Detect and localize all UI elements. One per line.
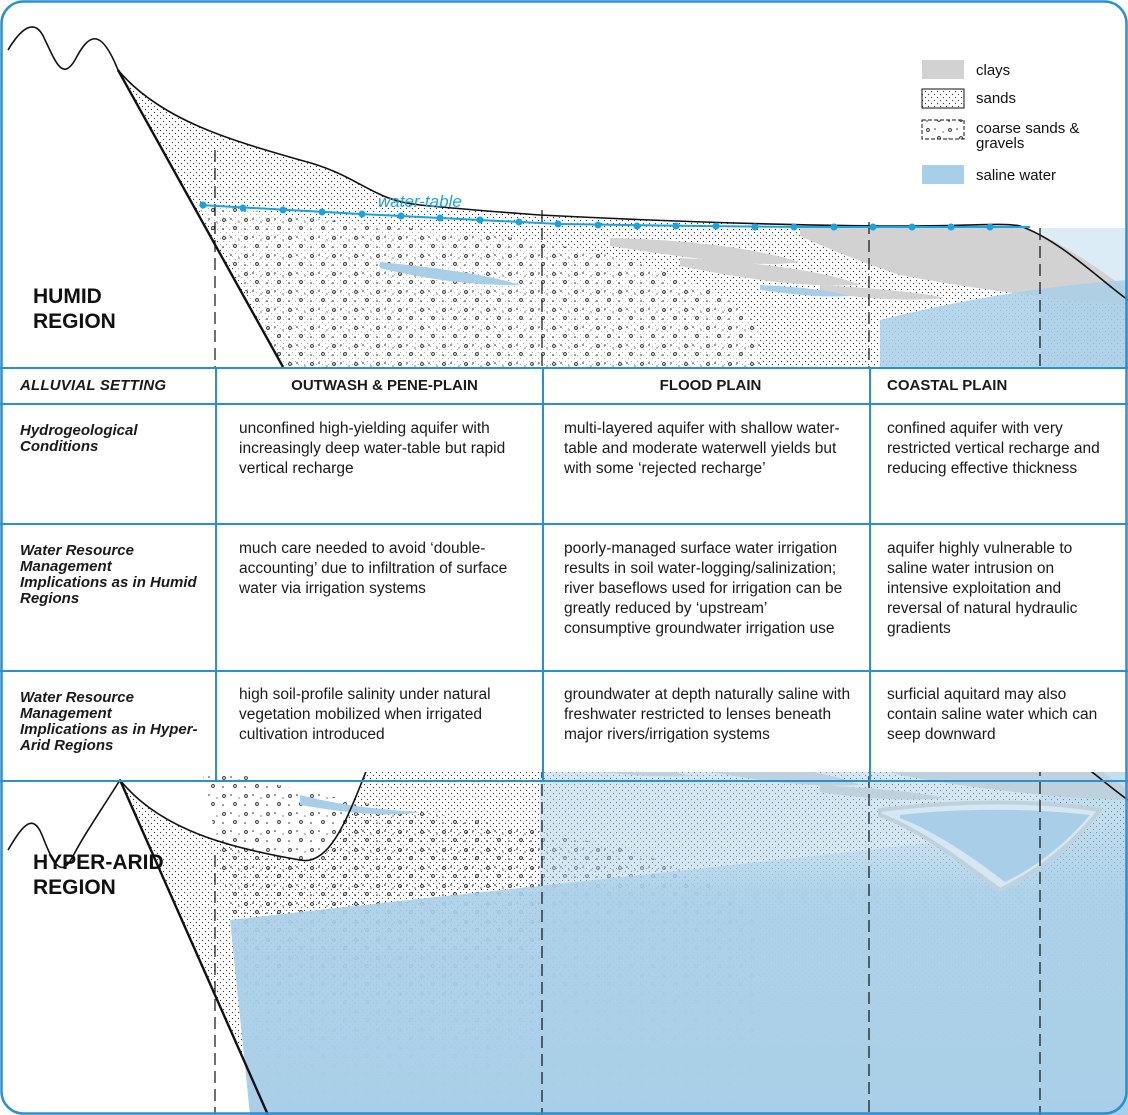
bedrock-contact [116, 69, 285, 367]
table-cell: multi-layered aquifer with shallow water… [542, 405, 869, 523]
saline-lens [760, 285, 850, 297]
legend: clays sands coarse sands &gravels saline… [921, 60, 1079, 184]
table-cell: confined aquifer with very restricted ve… [869, 405, 1128, 523]
legend-swatch-gravels [921, 119, 965, 140]
header-alluvial-setting: ALLUVIAL SETTING [20, 377, 167, 394]
alluvial-settings-table: ALLUVIAL SETTING OUTWASH & PENE-PLAIN FL… [0, 367, 1128, 782]
legend-swatch-saline [922, 165, 964, 184]
water-table-dots [199, 201, 994, 231]
coastal-clay [800, 226, 1128, 305]
coastal-saline [880, 280, 1128, 367]
legend-swatch-clays [922, 60, 964, 79]
table-header-row: ALLUVIAL SETTING OUTWASH & PENE-PLAIN FL… [0, 367, 1128, 403]
table-cell: surficial aquitard may also contain sali… [869, 672, 1128, 780]
header-coastal-plain: COASTAL PLAIN [869, 369, 1128, 403]
clay-lens [610, 238, 800, 265]
table-cell: poorly-managed surface water irrigation … [542, 525, 869, 670]
row-label: Hydrogeological Conditions [20, 422, 138, 455]
clay-lens [820, 285, 945, 300]
bedrock-contact [118, 779, 270, 1115]
row-label: Water Resource Management Implications a… [20, 689, 198, 754]
table-row: Water Resource Management Implications a… [0, 523, 1128, 670]
saline-lens [380, 262, 520, 286]
table-cell: unconfined high-yielding aquifer with in… [215, 405, 542, 523]
legend-label-gravels: coarse sands &gravels [976, 120, 1079, 152]
table-cell: much care needed to avoid ‘double-accoun… [215, 525, 542, 670]
table-bottom-border [0, 780, 1128, 782]
header-outwash: OUTWASH & PENE-PLAIN [215, 369, 542, 403]
table-row: Water Resource Management Implications a… [0, 670, 1128, 780]
arid-deep-saline [540, 772, 1128, 1115]
header-flood-plain: FLOOD PLAIN [542, 369, 869, 403]
ground-surface [7, 772, 1128, 869]
ground-surface [7, 26, 1128, 301]
legend-label-sands: sands [976, 90, 1016, 107]
table-cell: groundwater at depth naturally saline wi… [542, 672, 869, 780]
legend-label-saline: saline water [976, 167, 1056, 184]
hyper-arid-cross-section-body: water-table [7, 772, 1128, 1115]
clay-lens [680, 258, 860, 286]
row-label: Water Resource Management Implications a… [20, 542, 197, 607]
legend-swatch-sands [921, 88, 965, 109]
water-table-label: water-table [378, 192, 462, 211]
table-cell: high soil-profile salinity under natural… [215, 672, 542, 780]
arid-surface-saline-zone [300, 795, 420, 815]
legend-label-clays: clays [976, 62, 1010, 79]
table-cell: aquifer highly vulnerable to saline wate… [869, 525, 1128, 670]
table-row: Hydrogeological Conditions unconfined hi… [0, 403, 1128, 523]
